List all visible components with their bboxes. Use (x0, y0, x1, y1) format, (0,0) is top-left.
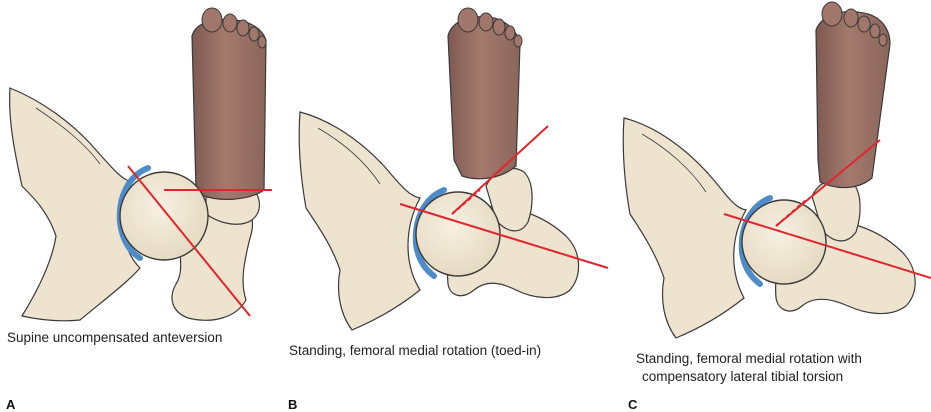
panel-c-caption-line2: compensatory lateral tibial torsion (642, 369, 844, 384)
pelvis-ilium (622, 117, 747, 339)
panel-a-letter: A (6, 397, 16, 412)
panel-b (298, 7, 609, 331)
axis-lines (399, 125, 609, 269)
panel-a-caption: Supine uncompensated anteversion (7, 330, 223, 345)
femoral-head (741, 199, 827, 285)
acetabular-cartilage (738, 195, 773, 287)
panel-a (9, 7, 272, 322)
toes (201, 7, 267, 49)
panel-c-letter: C (628, 397, 638, 412)
pelvis-ilium (9, 87, 141, 322)
acetabular-cartilage (412, 187, 447, 279)
toes (457, 7, 523, 48)
pelvis-ilium (298, 111, 421, 331)
panel-c-caption-line1: Standing, femoral medial rotation with (636, 351, 862, 366)
panel-c (622, 1, 931, 339)
toes (821, 1, 888, 47)
foot (191, 18, 267, 200)
axis-lines (723, 139, 931, 279)
axis-lines (127, 165, 272, 317)
panel-b-caption: Standing, femoral medial rotation (toed-… (289, 343, 542, 358)
femoral-head (415, 191, 501, 277)
panel-b-letter: B (288, 397, 298, 412)
foot (447, 16, 521, 180)
